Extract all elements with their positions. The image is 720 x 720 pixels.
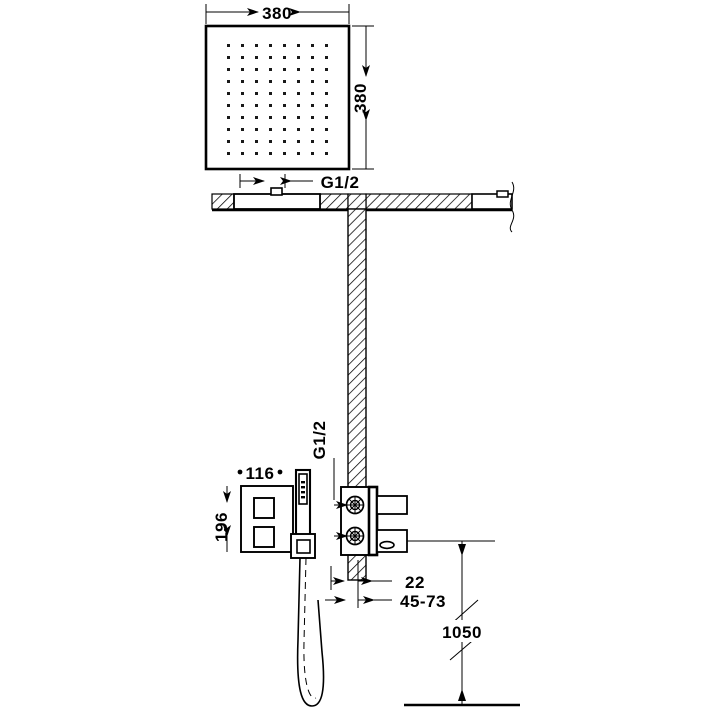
hand-shower[interactable] bbox=[294, 468, 312, 546]
hose-outer-line bbox=[296, 557, 325, 707]
dimension-label-plate-width: 116 bbox=[246, 464, 275, 483]
wall-ceiling-junction bbox=[347, 193, 367, 210]
hose-inner-line bbox=[303, 557, 317, 699]
hand-shower-holder[interactable] bbox=[290, 533, 316, 559]
dimension-label-ceiling-thread: G1/2 bbox=[321, 173, 360, 192]
dimension-ceiling-thread: G1/2 bbox=[239, 173, 360, 192]
dimension-label-head-width: 380 bbox=[262, 4, 292, 23]
dimension-plate-width: 116 bbox=[237, 464, 283, 483]
valve-face-plate bbox=[367, 485, 379, 557]
dim-label-backdrop bbox=[432, 620, 494, 642]
arrowhead-top bbox=[458, 544, 466, 556]
dimension-label-plate-height: 196 bbox=[212, 512, 231, 542]
hand-shower-jet-1 bbox=[301, 481, 305, 484]
dim-dot-right bbox=[277, 469, 283, 475]
arrowhead-bottom bbox=[458, 689, 466, 701]
valve-outlet-upper bbox=[376, 495, 408, 515]
flexible-hose bbox=[296, 557, 325, 707]
shower-head-nozzle-grid bbox=[227, 44, 328, 155]
thermostatic-control-plate[interactable] bbox=[240, 485, 294, 553]
stem-lower[interactable] bbox=[345, 526, 365, 546]
stem-leader-arrows bbox=[334, 501, 348, 540]
dimension-wall-thread: G1/2 bbox=[310, 421, 335, 500]
dimension-head-width: 380 bbox=[205, 4, 350, 24]
dim-dot-left bbox=[237, 469, 243, 475]
ceiling-section-right bbox=[365, 181, 515, 233]
hand-shower-face bbox=[298, 473, 308, 505]
dimension-install-depth: 45-73 bbox=[325, 590, 446, 611]
ceiling-hatch-left bbox=[211, 193, 235, 210]
dimension-label-body-projection: 22 bbox=[405, 573, 425, 592]
hand-shower-jet-3 bbox=[301, 491, 305, 494]
ceiling-shower-head bbox=[204, 24, 351, 171]
valve-outlet-lower bbox=[376, 529, 408, 553]
square-button-lower[interactable] bbox=[253, 526, 275, 548]
dimension-head-depth: 380 bbox=[351, 25, 374, 170]
square-button-upper[interactable] bbox=[253, 497, 275, 519]
concealed-valve-body bbox=[340, 485, 408, 557]
ceiling-hatch-right-of-head bbox=[319, 193, 349, 210]
dimension-label-wall-thread: G1/2 bbox=[310, 421, 329, 460]
valve-outlet-port bbox=[379, 540, 395, 550]
break-line-right bbox=[509, 181, 515, 233]
hand-shower-jet-2 bbox=[301, 486, 305, 489]
shower-head-outline bbox=[204, 24, 351, 171]
dimension-label-head-depth: 380 bbox=[351, 83, 370, 113]
ceiling-right-connector bbox=[496, 190, 509, 198]
hand-shower-jet-4 bbox=[301, 496, 305, 499]
ceiling-hatch-right bbox=[365, 193, 473, 210]
stem-upper[interactable] bbox=[345, 495, 365, 515]
shower-head-body-section bbox=[233, 193, 321, 210]
ceiling-inlet-connector bbox=[270, 187, 283, 196]
dimension-label-install-depth: 45-73 bbox=[400, 592, 446, 611]
holder-inner-square bbox=[296, 539, 311, 554]
dimension-valve-height: 1050 bbox=[407, 540, 495, 705]
dimension-plate-height: 196 bbox=[212, 486, 231, 552]
ceiling-section-left bbox=[211, 187, 349, 212]
dimension-body-projection: 22 bbox=[330, 560, 425, 592]
dimension-label-valve-height: 1050 bbox=[442, 623, 482, 642]
